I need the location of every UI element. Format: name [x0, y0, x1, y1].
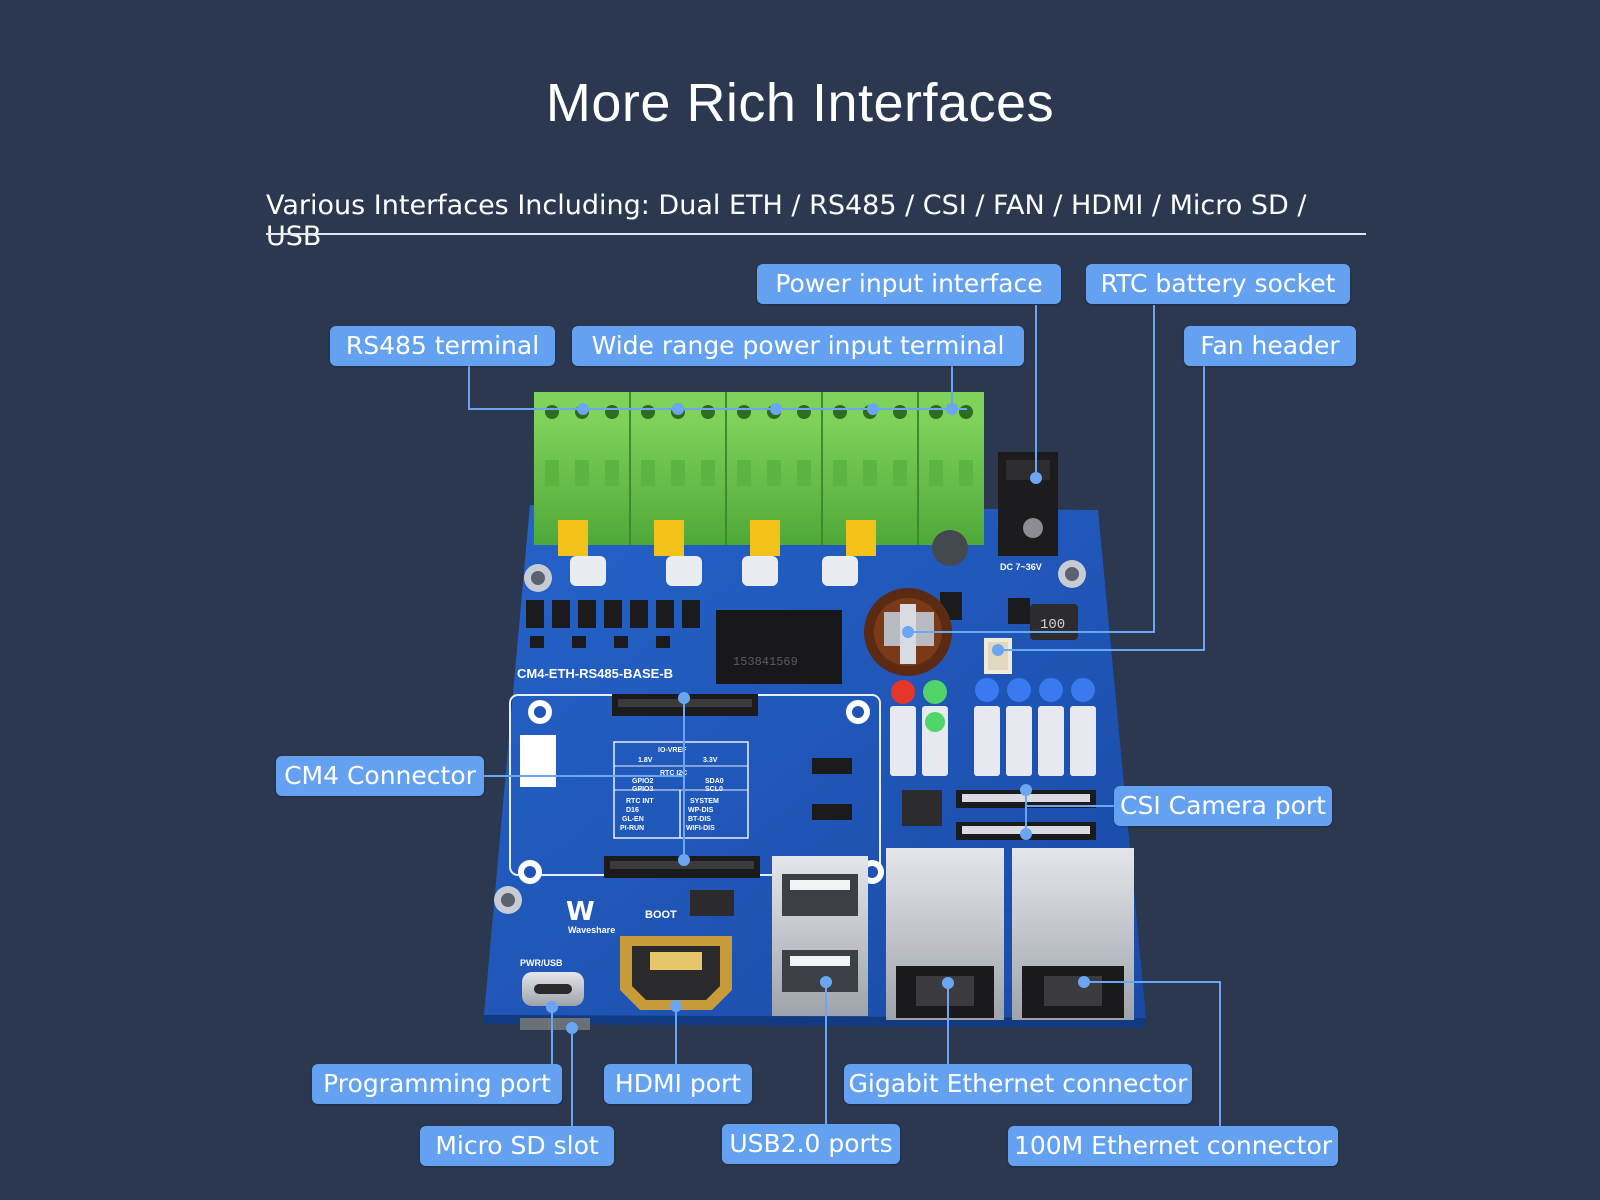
label-cm4-connector: CM4 Connector — [276, 756, 484, 796]
usb-silkscreen: PWR/USB — [520, 958, 563, 968]
pi-run-label: PI-RUN — [620, 825, 644, 832]
label-programming-port: Programming port — [312, 1064, 562, 1104]
io-vref-label: IO-VREF — [658, 747, 687, 754]
waveshare-logo: W — [566, 897, 595, 927]
leader-lines — [468, 305, 1221, 1128]
label-power-input-interface: Power input interface — [757, 264, 1061, 304]
wp-dis-label: WP-DIS — [688, 807, 714, 814]
rtc-int-label: RTC INT — [626, 798, 654, 805]
sda0-label: SDA0 — [705, 778, 724, 785]
board-name-silkscreen: CM4-ETH-RS485-BASE-B — [517, 666, 673, 681]
boot-button — [690, 890, 734, 916]
brand-silkscreen: Waveshare — [568, 925, 615, 935]
usb20-stacked-ports — [772, 856, 868, 1016]
dc-power-jack — [998, 452, 1058, 556]
bt-dis-label: BT-DIS — [688, 816, 711, 823]
usb-c-port — [522, 972, 584, 1006]
label-micro-sd-slot: Micro SD slot — [420, 1126, 614, 1166]
gpio3-label: GPIO3 — [632, 786, 654, 793]
micro-sd-slot — [520, 1018, 590, 1030]
rs485-chip: 153841569 — [716, 610, 842, 684]
label-100m-ethernet-connector: 100M Ethernet connector — [1008, 1126, 1338, 1166]
100m-ethernet-jack — [1012, 848, 1134, 1020]
leader-dots — [546, 403, 1090, 1034]
dc-silkscreen: DC 7~36V — [1000, 562, 1042, 572]
system-label: SYSTEM — [690, 798, 719, 805]
v18-label: 1.8V — [638, 757, 653, 764]
label-hdmi-port: HDMI port — [604, 1064, 752, 1104]
capacitor — [932, 530, 968, 566]
gigabit-ethernet-jack — [886, 848, 1004, 1020]
rs485-jumpers — [558, 520, 876, 556]
subtitle-underline — [266, 233, 1366, 235]
smd-components — [526, 592, 1030, 820]
label-gigabit-ethernet-connector: Gigabit Ethernet connector — [844, 1064, 1192, 1104]
rtc-i2c-label: RTC I2C — [660, 770, 687, 777]
wifi-dis-label: WIFI-DIS — [686, 825, 715, 832]
label-rs485-terminal: RS485 terminal — [330, 326, 555, 366]
page-title: More Rich Interfaces — [545, 73, 1055, 133]
power-inductor: 100 — [1030, 604, 1078, 640]
gl-en-label: GL-EN — [622, 816, 644, 823]
chip-marking: 153841569 — [733, 655, 798, 669]
tvs-diodes — [570, 556, 858, 586]
boot-silkscreen: BOOT — [645, 909, 677, 921]
label-csi-camera-port: CSI Camera port — [1114, 786, 1332, 826]
v33-label: 3.3V — [703, 757, 718, 764]
inductor-marking: 100 — [1040, 617, 1065, 633]
gpio2-label: GPIO2 — [632, 778, 654, 785]
d16-label: D16 — [626, 807, 639, 814]
scl0-label: SCL0 — [705, 786, 723, 793]
label-usb20-ports: USB2.0 ports — [722, 1124, 900, 1164]
label-rtc-battery-socket: RTC battery socket — [1086, 264, 1350, 304]
label-fan-header: Fan header — [1184, 326, 1356, 366]
page-subtitle: Various Interfaces Including: Dual ETH /… — [266, 190, 1307, 252]
status-leds — [890, 678, 1096, 776]
hdmi-connector — [620, 936, 732, 1010]
label-wide-range-power-input-terminal: Wide range power input terminal — [572, 326, 1024, 366]
